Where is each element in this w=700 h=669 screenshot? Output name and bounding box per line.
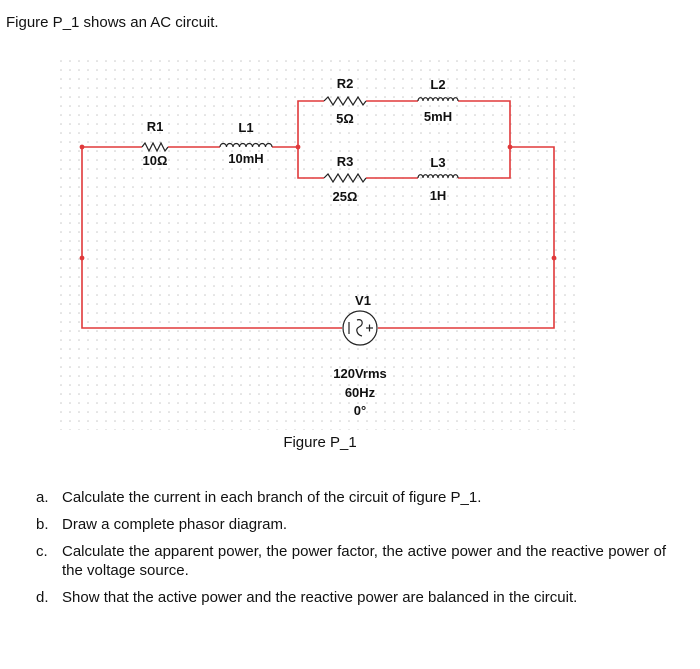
wire-top-branch-right	[458, 100, 511, 147]
inductor-l1-symbol	[219, 142, 273, 148]
question-letter: c.	[36, 543, 48, 560]
v1-phase: 0°	[354, 403, 366, 418]
r1-value: 10Ω	[143, 153, 168, 168]
wire-bottom-branch-right	[458, 147, 511, 179]
question-item: b. Draw a complete phasor diagram.	[36, 515, 666, 534]
grid-background	[60, 60, 580, 430]
question-list: a. Calculate the current in each branch …	[36, 488, 666, 615]
l1-name: L1	[238, 120, 253, 135]
resistor-r2-symbol	[323, 95, 367, 107]
question-item: a. Calculate the current in each branch …	[36, 488, 666, 507]
l1-value: 10mH	[228, 151, 263, 166]
question-letter: a.	[36, 489, 49, 506]
junction-left-top	[79, 144, 85, 150]
l2-value: 5mH	[424, 109, 452, 124]
question-letter: b.	[36, 516, 49, 533]
inductor-l2-symbol	[417, 97, 459, 102]
resistor-r3-symbol	[323, 172, 367, 184]
r3-value: 25Ω	[333, 189, 358, 204]
question-text: Calculate the current in each branch of …	[62, 489, 482, 506]
intro-text: Figure P_1 shows an AC circuit.	[6, 14, 219, 31]
circuit-diagram: R1 10Ω L1 10mH R2 5Ω L2 5mH R3 25Ω L3 1H…	[60, 60, 580, 430]
l2-name: L2	[430, 77, 445, 92]
resistor-r1-symbol	[141, 141, 169, 153]
junction-right-mid	[551, 255, 557, 261]
v1-name: V1	[355, 293, 371, 308]
r1-name: R1	[147, 119, 164, 134]
question-letter: d.	[36, 589, 49, 606]
ac-source-symbol	[342, 310, 378, 346]
junction-left-mid	[79, 255, 85, 261]
inductor-l3-symbol	[417, 174, 459, 179]
figure-caption: Figure P_1	[283, 434, 357, 451]
junction-branch-left	[295, 144, 301, 150]
r2-value: 5Ω	[336, 111, 354, 126]
junction-branch-right	[507, 144, 513, 150]
v1-frequency: 60Hz	[345, 385, 376, 400]
wire-bottom-branch-left	[297, 147, 324, 179]
l3-value: 1H	[430, 188, 447, 203]
junctions	[79, 144, 557, 261]
question-item: d. Show that the active power and the re…	[36, 588, 666, 607]
question-text: Show that the active power and the react…	[62, 589, 578, 606]
question-text: Draw a complete phasor diagram.	[62, 516, 288, 533]
r2-name: R2	[337, 76, 354, 91]
v1-voltage: 120Vrms	[333, 366, 387, 381]
wire-top-branch-left	[297, 100, 324, 147]
wires	[81, 100, 555, 329]
question-item: c. Calculate the apparent power, the pow…	[36, 542, 666, 580]
wire-left-loop	[81, 146, 142, 329]
wire-right-loop	[378, 146, 555, 329]
question-text: Calculate the apparent power, the power …	[62, 543, 666, 579]
r3-name: R3	[337, 154, 354, 169]
l3-name: L3	[430, 155, 445, 170]
